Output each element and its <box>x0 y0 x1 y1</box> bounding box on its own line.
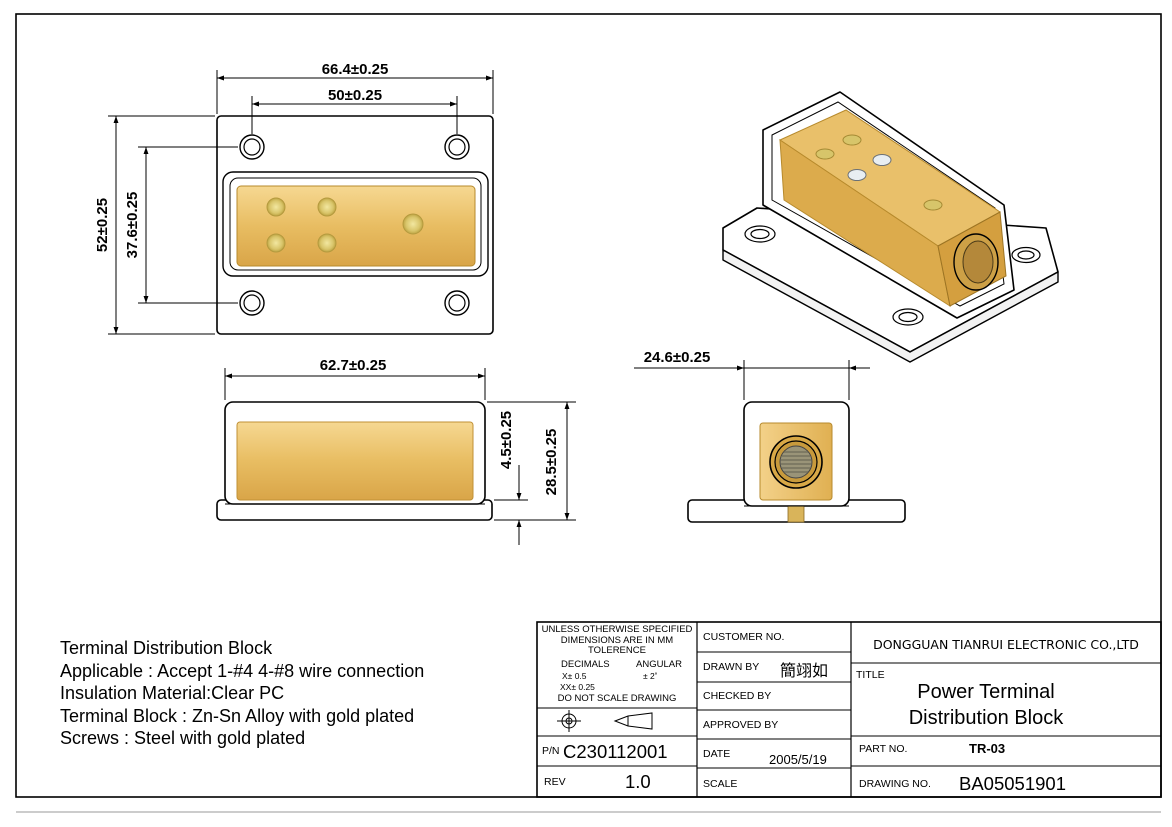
dim-side-width <box>634 360 870 400</box>
note-line: Terminal Block : Zn-Sn Alloy with gold p… <box>60 705 415 726</box>
part-no-label: PART NO. <box>859 743 908 755</box>
dim-top-hole-height <box>138 146 238 304</box>
dim-front-height <box>487 401 576 521</box>
scale-label: SCALE <box>703 778 738 790</box>
date-label: DATE <box>703 748 731 760</box>
dim-top-hole-spacing <box>251 96 458 134</box>
company-name: DONGGUAN TIANRUI ELECTRONIC CO.,LTD <box>873 637 1139 652</box>
top-view: 66.4±0.25 50±0.25 52±0.25 37.6±0.25 <box>94 61 494 335</box>
front-view-terminal-block <box>236 421 474 501</box>
drawing-title-line: Distribution Block <box>908 707 1064 729</box>
drawing-title: Power Terminal Distribution Block <box>852 679 1120 731</box>
top-view-screw-holes <box>266 197 424 253</box>
date-value: 2005/5/19 <box>769 752 827 767</box>
drawing-title-line: Power Terminal <box>917 681 1055 703</box>
note-line: Screws : Steel with gold plated <box>60 728 306 748</box>
iso-mount-holes <box>744 225 1041 326</box>
dim-label-24-6: 24.6±0.25 <box>644 349 711 366</box>
spec-notes: Terminal Distribution Block Applicable :… <box>60 637 424 750</box>
customer-no-label: CUSTOMER NO. <box>703 631 785 643</box>
pn-value: C230112001 <box>563 741 668 762</box>
decimals-label: DECIMALS <box>561 659 610 670</box>
dim-label-37-6: 37.6±0.25 <box>124 192 141 259</box>
side-view: 24.6±0.25 <box>634 349 906 523</box>
drawing-no-value: BA05051901 <box>959 773 1066 794</box>
angular-label: ANGULAR <box>636 659 682 670</box>
drawing-no-label: DRAWING NO. <box>859 778 931 790</box>
rev-label: REV <box>544 776 566 788</box>
tolerance-line: UNLESS OTHERWISE SPECIFIED <box>541 624 693 635</box>
top-view-terminal-block <box>236 185 476 267</box>
front-view: 62.7±0.25 4.5±0.25 28.5±0.25 <box>216 357 576 545</box>
rev-value: 1.0 <box>625 771 651 792</box>
note-line: Insulation Material:Clear PC <box>60 683 285 703</box>
drawn-by-value: 簡翊如 <box>780 661 829 680</box>
side-view-screw-tip <box>787 505 805 523</box>
drawn-by-label: DRAWN BY <box>703 661 760 673</box>
do-not-scale-note: DO NOT SCALE DRAWING <box>557 693 677 704</box>
part-no-value: TR-03 <box>969 741 1006 756</box>
checked-by-label: CHECKED BY <box>703 690 772 702</box>
dim-label-28-5: 28.5±0.25 <box>543 429 560 496</box>
note-line: Terminal Distribution Block <box>60 638 273 658</box>
angular-tolerance: ± 2˚ <box>643 671 658 681</box>
note-line: Applicable : Accept 1-#4 4-#8 wire conne… <box>60 660 425 681</box>
title-block <box>536 621 1162 798</box>
dim-top-overall-width <box>216 70 494 114</box>
dim-label-62-7: 62.7±0.25 <box>320 357 387 374</box>
isometric-view <box>722 91 1059 363</box>
tolerance-line: TOLERENCE <box>588 645 646 656</box>
tolerance-line: DIMENSIONS ARE IN MM <box>560 634 674 646</box>
approved-by-label: APPROVED BY <box>703 719 779 731</box>
dim-label-66-4: 66.4±0.25 <box>322 61 389 78</box>
xx-tolerance: XX± 0.25 <box>560 682 595 692</box>
dim-front-width <box>224 368 486 400</box>
iso-screw-holes <box>815 134 943 211</box>
dim-label-50: 50±0.25 <box>328 87 382 104</box>
dim-label-52: 52±0.25 <box>94 198 111 252</box>
dim-top-overall-height <box>108 115 215 335</box>
x-tolerance: X± 0.5 <box>562 671 587 681</box>
dim-front-flange <box>494 465 528 545</box>
tolerance-note: UNLESS OTHERWISE SPECIFIED DIMENSIONS AR… <box>538 624 696 657</box>
title-label: TITLE <box>856 669 885 681</box>
top-view-mount-holes <box>239 134 470 316</box>
dim-label-4-5: 4.5±0.25 <box>498 411 515 469</box>
projection-symbol <box>557 710 653 732</box>
pn-label: P/N <box>542 745 560 757</box>
